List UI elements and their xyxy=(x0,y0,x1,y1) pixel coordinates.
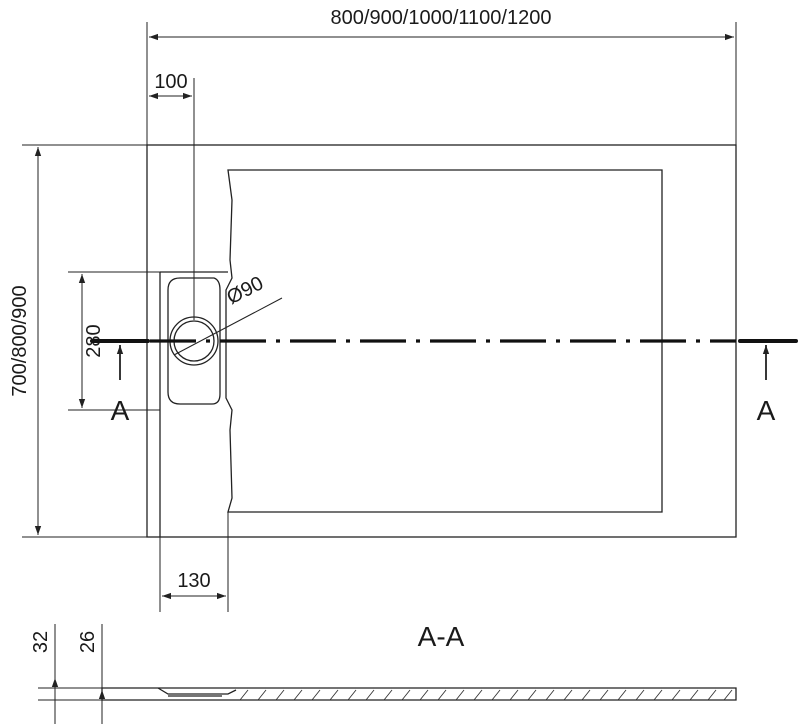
thickness-edge-label: 26 xyxy=(77,631,99,653)
drain-zone-width-label: 130 xyxy=(177,570,210,592)
drain-diameter-label: Ø90 xyxy=(223,272,267,309)
offset-label: 100 xyxy=(154,71,187,93)
offset-dimension: 100 xyxy=(149,71,195,320)
section-marker-right: A xyxy=(757,395,776,426)
section-title: A-A xyxy=(418,621,465,652)
section-line: A A xyxy=(90,339,798,426)
thickness-dimensions: 32 26 xyxy=(30,624,160,724)
length-label: 700/800/900 xyxy=(9,285,31,396)
drain-pocket xyxy=(167,277,221,405)
width-dimension: 800/900/1000/1100/1200 xyxy=(146,7,737,145)
width-label: 800/900/1000/1100/1200 xyxy=(331,7,552,29)
tray-section xyxy=(101,687,737,701)
section-marker-left: A xyxy=(111,395,130,426)
drain-zone-width-dimension: 130 xyxy=(159,512,229,612)
section-hatching xyxy=(239,689,733,701)
length-dimension: 700/800/900 xyxy=(9,144,147,538)
thickness-total-label: 32 xyxy=(30,631,52,653)
tray-inner-surface xyxy=(225,169,663,513)
